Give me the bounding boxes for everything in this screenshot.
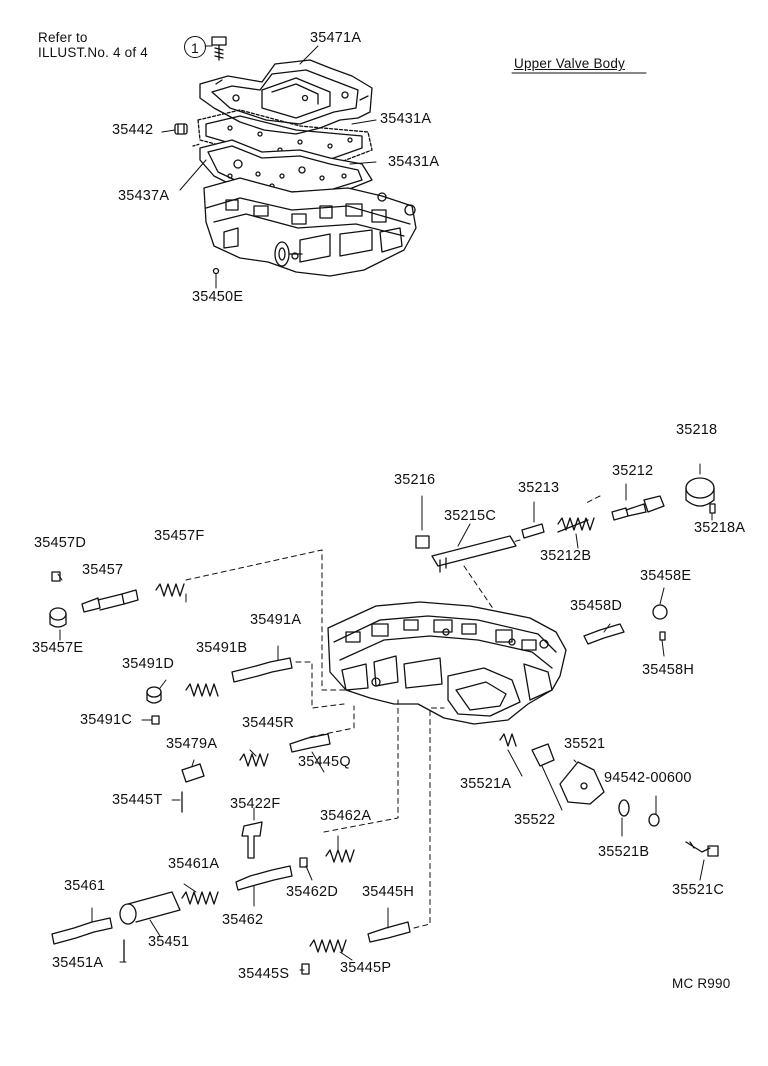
valve-35445H bbox=[367, 921, 411, 943]
sleeve-35491D bbox=[146, 686, 162, 704]
spring-35462A bbox=[325, 849, 355, 863]
valve-35458D bbox=[583, 623, 625, 645]
part-label-35216: 35216 bbox=[394, 472, 436, 488]
coil-spring bbox=[557, 517, 595, 533]
part-label-35213: 35213 bbox=[518, 480, 560, 496]
part-label-35491A: 35491A bbox=[250, 612, 302, 628]
part-label-35445Q: 35445Q bbox=[298, 754, 351, 770]
circled-reference-icon: 1 bbox=[184, 36, 206, 58]
detent-lever bbox=[559, 761, 605, 805]
spring-35445R bbox=[239, 753, 269, 767]
leader-lines-upper bbox=[161, 45, 647, 289]
part-label-35450E: 35450E bbox=[192, 289, 244, 305]
valve-35445Q bbox=[289, 733, 331, 753]
rod bbox=[431, 535, 517, 573]
spring-35461A bbox=[181, 891, 219, 905]
cover-plate bbox=[199, 59, 373, 135]
diagram-title: Upper Valve Body bbox=[514, 56, 626, 71]
bolt-35521C bbox=[685, 841, 719, 857]
filter-screen-dot bbox=[212, 267, 220, 275]
valve-35462 bbox=[235, 865, 293, 891]
part-label-35461: 35461 bbox=[64, 878, 106, 894]
part-label-35451A: 35451A bbox=[52, 955, 104, 971]
part-label-35521A: 35521A bbox=[460, 776, 512, 792]
part-label-35491B: 35491B bbox=[196, 640, 248, 656]
nut-94542 bbox=[648, 813, 660, 827]
part-label-35522: 35522 bbox=[514, 812, 556, 828]
part-label-35479A: 35479A bbox=[166, 736, 218, 752]
part-label-35445H: 35445H bbox=[362, 884, 414, 900]
part-label-35462D: 35462D bbox=[286, 884, 338, 900]
retainer-35457D bbox=[51, 571, 61, 582]
spring-35445P bbox=[309, 939, 347, 953]
part-label-35458H: 35458H bbox=[642, 662, 694, 678]
part-label-35215C: 35215C bbox=[444, 508, 496, 524]
sleeve-35451 bbox=[119, 891, 181, 925]
refer-note-line2: ILLUST.No. 4 of 4 bbox=[38, 45, 148, 60]
part-label-35422F: 35422F bbox=[230, 796, 281, 812]
retainer-35462D bbox=[299, 857, 308, 868]
washer-35521B bbox=[618, 799, 630, 817]
part-label-35437A: 35437A bbox=[118, 188, 170, 204]
leader-lines-lower bbox=[57, 513, 713, 971]
part-label-35521C: 35521C bbox=[672, 882, 724, 898]
diagram-code: MC R990 bbox=[672, 976, 731, 991]
refer-note-line1: Refer to bbox=[38, 30, 88, 45]
part-label-35457: 35457 bbox=[82, 562, 124, 578]
part-label-35491D: 35491D bbox=[122, 656, 174, 672]
cap-35458E bbox=[652, 604, 668, 620]
part-label-94542-00600: 94542-00600 bbox=[604, 770, 692, 786]
part-label-35212: 35212 bbox=[612, 463, 654, 479]
lower-valve-body bbox=[327, 601, 567, 725]
part-label-35431A-lower: 35431A bbox=[388, 154, 440, 170]
part-label-35218A: 35218A bbox=[694, 520, 746, 536]
part-label-35458D: 35458D bbox=[570, 598, 622, 614]
part-label-35445S: 35445S bbox=[238, 966, 290, 982]
check-ball bbox=[174, 123, 201, 147]
valve-spool bbox=[611, 483, 665, 521]
valve-35491A bbox=[231, 657, 293, 683]
part-label-35471A: 35471A bbox=[310, 30, 362, 46]
part-label-35431A-upper: 35431A bbox=[380, 111, 432, 127]
clip-35422F bbox=[241, 807, 263, 859]
spring-35457F bbox=[155, 583, 185, 597]
retainer-35445S bbox=[301, 963, 310, 975]
part-label-35457E: 35457E bbox=[32, 640, 84, 656]
clip-35491C bbox=[151, 715, 160, 725]
valve-35457 bbox=[81, 589, 139, 613]
part-label-35461A: 35461A bbox=[168, 856, 220, 872]
retaining-pin bbox=[709, 503, 716, 514]
part-label-35451: 35451 bbox=[148, 934, 190, 950]
upper-valve-body bbox=[203, 177, 417, 277]
part-label-35445P: 35445P bbox=[340, 960, 392, 976]
sleeve bbox=[521, 501, 545, 539]
assembly-guide-lines bbox=[185, 495, 601, 929]
pin-35458H bbox=[659, 631, 666, 641]
valve-35461 bbox=[51, 917, 113, 945]
plug-cap bbox=[685, 463, 715, 507]
part-label-35458E: 35458E bbox=[640, 568, 692, 584]
part-label-35521B: 35521B bbox=[598, 844, 650, 860]
part-label-35521: 35521 bbox=[564, 736, 606, 752]
part-label-35442: 35442 bbox=[112, 122, 154, 138]
part-label-35457D: 35457D bbox=[34, 535, 86, 551]
part-label-35462A: 35462A bbox=[320, 808, 372, 824]
part-label-35212B: 35212B bbox=[540, 548, 592, 564]
part-label-35491C: 35491C bbox=[80, 712, 132, 728]
bolt-icon bbox=[211, 36, 227, 61]
pin-35522 bbox=[531, 743, 555, 767]
sleeve-35457E bbox=[49, 607, 67, 628]
part-label-35462: 35462 bbox=[222, 912, 264, 928]
part-label-35218: 35218 bbox=[676, 422, 718, 438]
plunger-35479A bbox=[181, 763, 205, 783]
spring-35491B bbox=[185, 683, 219, 697]
spring-35521A bbox=[499, 733, 517, 747]
part-label-35445T: 35445T bbox=[112, 792, 163, 808]
part-label-35457F: 35457F bbox=[154, 528, 205, 544]
part-label-35445R: 35445R bbox=[242, 715, 294, 731]
retainer-block bbox=[415, 495, 430, 549]
